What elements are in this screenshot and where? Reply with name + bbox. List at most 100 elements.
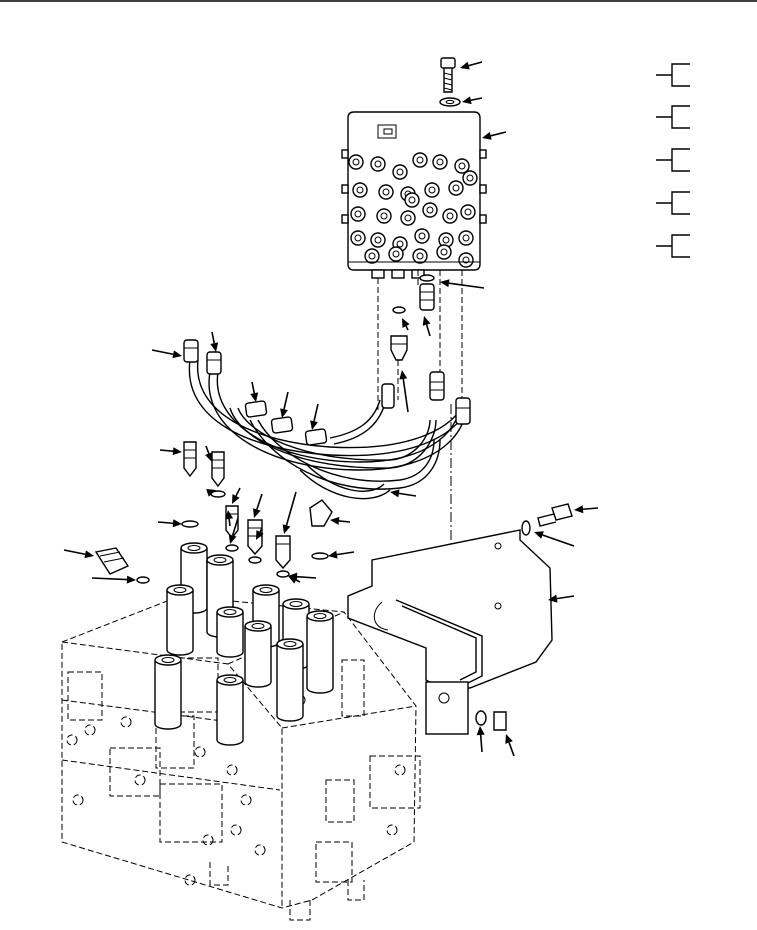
manifold-port: [442, 208, 458, 224]
body-hole: [120, 716, 132, 728]
cylinder-port: [244, 620, 272, 688]
body-hole: [230, 824, 242, 836]
callout-arrows: [63, 61, 599, 757]
callout-arrow: [206, 489, 216, 497]
manifold-port: [458, 230, 474, 246]
body-hole: [66, 734, 78, 746]
callout-arrow: [151, 349, 182, 359]
manifold-port: [462, 170, 478, 186]
callout-arrow: [330, 516, 351, 525]
body-hole: [254, 844, 266, 856]
callout-arrow: [288, 572, 317, 581]
callout-arrow: [476, 726, 485, 753]
cylinder-port: [276, 638, 304, 722]
index-bracket: [656, 191, 690, 215]
manifold-port: [422, 202, 438, 218]
manifold-port: [412, 152, 428, 168]
cylinder-port: [216, 606, 244, 658]
body-hole: [184, 874, 196, 886]
callout-arrow: [462, 96, 483, 105]
top-washer: [439, 97, 461, 107]
index-bracket: [656, 234, 690, 258]
callout-arrow: [390, 489, 417, 498]
cylinder-port: [166, 584, 194, 656]
cylinder-port: [216, 674, 244, 746]
manifold-port: [348, 154, 364, 170]
body-hole: [72, 794, 84, 806]
body-hole: [240, 794, 252, 806]
manifold-port: [370, 156, 386, 172]
hose-bundle: [183, 339, 471, 500]
body-hole: [202, 834, 214, 846]
manifold-port: [448, 180, 464, 196]
callout-arrow: [225, 510, 234, 527]
body-hole: [194, 746, 206, 758]
manifold-port: [460, 204, 476, 220]
callout-arrow: [482, 131, 507, 140]
index-bracket: [656, 148, 690, 172]
index-brackets: [656, 63, 690, 258]
callout-arrow: [422, 316, 431, 337]
valve-body-holes: [66, 694, 406, 886]
callout-arrow: [157, 519, 182, 528]
manifold-port: [392, 164, 408, 180]
body-hole: [394, 764, 406, 776]
callout-arrow: [210, 331, 219, 352]
body-hole: [226, 764, 238, 776]
top-screw: [440, 57, 456, 93]
manifold-port: [350, 206, 366, 222]
manifold-port: [432, 154, 448, 170]
callout-arrow: [534, 531, 575, 547]
body-hole: [134, 774, 146, 786]
callout-arrow: [548, 594, 575, 603]
callout-arrow: [310, 403, 319, 430]
manifold-port: [364, 248, 380, 264]
manifold-port: [378, 184, 394, 200]
side-bolt: [521, 503, 573, 536]
callout-arrow: [280, 391, 289, 418]
mounting-bracket: [347, 529, 553, 735]
manifold-port: [376, 208, 392, 224]
manifold-port: [404, 192, 420, 208]
body-hole: [386, 824, 398, 836]
manifold-block: [341, 111, 487, 271]
callout-arrow: [253, 493, 263, 518]
manifold-port: [436, 244, 452, 260]
callout-arrow: [256, 527, 264, 540]
callout-arrow: [228, 517, 239, 544]
manifold-port: [414, 228, 430, 244]
manifold-port: [424, 182, 440, 198]
valve-cylinder-ports: [154, 542, 334, 746]
callout-arrow: [250, 381, 259, 402]
valve-body: [61, 595, 421, 921]
bracket-bolts: [475, 710, 507, 731]
callout-arrow: [402, 318, 410, 331]
manifold-bottom-fittings: [371, 269, 435, 361]
callout-arrow: [505, 734, 515, 757]
body-hole: [84, 724, 96, 736]
cylinder-port: [306, 610, 334, 694]
callout-arrow: [205, 445, 213, 462]
manifold-port: [454, 158, 470, 174]
callout-arrow: [91, 575, 136, 584]
callout-arrow: [232, 487, 241, 504]
callout-arrow: [282, 491, 297, 534]
manifold-port: [352, 182, 368, 198]
callout-arrow: [399, 370, 409, 413]
manifold-port: [388, 246, 404, 262]
manifold-port: [458, 252, 474, 268]
manifold-port: [400, 210, 416, 226]
callout-arrow: [63, 549, 94, 559]
callout-arrow: [440, 279, 485, 289]
manifold-port: [412, 248, 428, 264]
index-bracket: [656, 63, 690, 87]
manifold-port: [350, 230, 366, 246]
callout-arrow: [574, 505, 599, 514]
callout-arrow: [328, 550, 355, 559]
manifold-ports: [348, 152, 478, 268]
index-bracket: [656, 105, 690, 129]
callout-arrow: [159, 447, 182, 456]
cylinder-port: [154, 654, 182, 730]
